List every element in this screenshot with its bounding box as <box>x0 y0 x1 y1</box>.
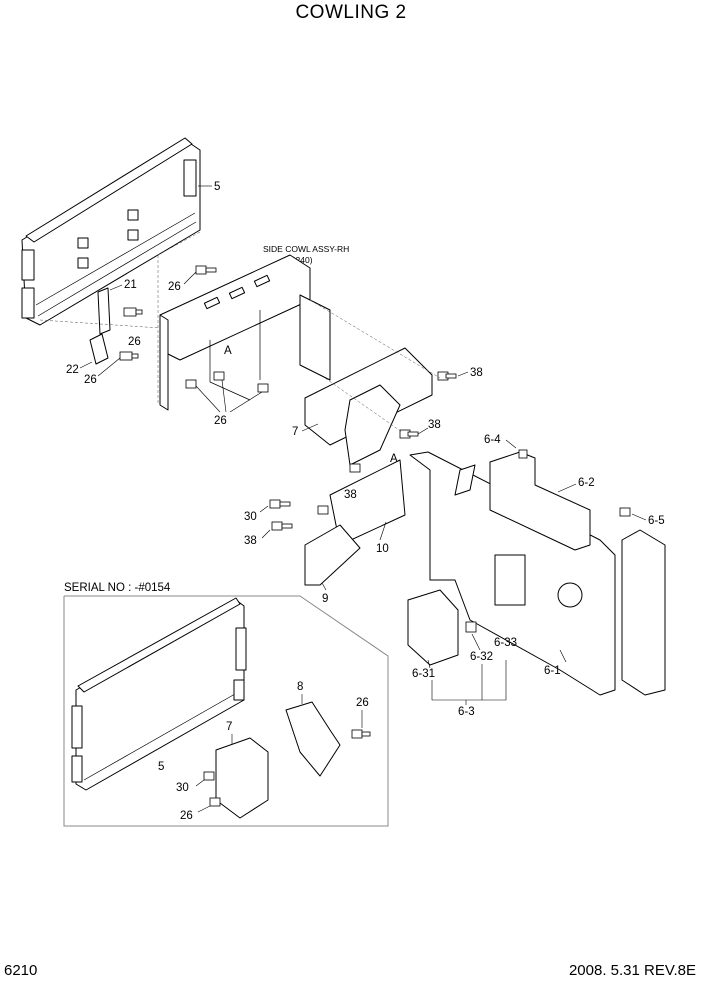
callout-7-serial: 7 <box>226 721 232 733</box>
callout-6-2: 6-2 <box>578 477 595 489</box>
serial-label: SERIAL NO : -#0154 <box>64 582 171 594</box>
bolt-30 <box>269 499 291 509</box>
callout-38-b: 38 <box>428 419 441 431</box>
bolt-26-top <box>195 265 217 275</box>
cowl-panel-5-serial <box>71 597 247 791</box>
callout-38-c: 38 <box>344 489 357 501</box>
cowl-panel-5 <box>21 137 201 326</box>
callout-5-serial: 5 <box>158 761 164 773</box>
callout-26-d: 26 <box>214 415 227 427</box>
side-cowl-frame <box>159 254 331 411</box>
bolt-26-serial-right <box>351 729 371 739</box>
callout-6-1: 6-1 <box>544 665 561 677</box>
subassembly-label: SIDE COWL ASSY-RH <box>263 244 349 254</box>
point-a-right: A <box>390 453 398 465</box>
page-number: 6210 <box>4 962 38 979</box>
callout-6-31: 6-31 <box>412 668 435 680</box>
callout-6-33: 6-33 <box>494 637 517 649</box>
callout-7: 7 <box>292 426 298 438</box>
bolt-6-4 <box>518 449 528 459</box>
callout-6-5: 6-5 <box>648 515 665 527</box>
bolt-30-serial <box>203 771 215 781</box>
callout-38-d: 38 <box>244 535 257 547</box>
bolt-38-lower <box>271 521 293 531</box>
callout-6-3: 6-3 <box>458 706 475 718</box>
callout-6-32: 6-32 <box>470 651 493 663</box>
callout-26-a: 26 <box>128 336 141 348</box>
plate-9 <box>304 524 361 586</box>
callout-22: 22 <box>66 364 79 376</box>
bolt-38-top <box>437 371 457 381</box>
callout-26-c: 26 <box>168 281 181 293</box>
callout-6-4: 6-4 <box>484 434 501 446</box>
bolt-6-5 <box>619 507 631 517</box>
callout-5: 5 <box>214 181 220 193</box>
bolts-26-lower <box>185 371 269 393</box>
bolt-6-32 <box>465 621 477 633</box>
plate-7-serial <box>215 737 269 819</box>
callout-38-a: 38 <box>470 367 483 379</box>
bolt-38-mid <box>399 429 419 439</box>
bolt-26-left-2 <box>119 351 139 361</box>
callout-26-serial-b: 26 <box>180 810 193 822</box>
bracket-21 <box>97 287 111 335</box>
plate-7 <box>304 347 433 466</box>
page-title: COWLING 2 <box>295 2 407 23</box>
point-a-upper: A <box>224 345 232 357</box>
callout-30-serial: 30 <box>176 782 189 794</box>
revision-date: 2008. 5.31 REV.8E <box>568 962 696 979</box>
subassembly-ref: (6240) <box>288 255 313 265</box>
callout-10: 10 <box>376 543 389 555</box>
callout-9: 9 <box>322 593 328 605</box>
bolt-26-left-1 <box>123 307 143 317</box>
callout-8-serial: 8 <box>297 681 303 693</box>
bolt-26-serial-left <box>209 797 221 807</box>
bolt-38-centre <box>317 463 361 515</box>
bracket-22 <box>89 333 109 365</box>
callout-26-serial-a: 26 <box>356 697 369 709</box>
frame-6-1 <box>409 451 616 696</box>
callout-30: 30 <box>244 511 257 523</box>
callout-21: 21 <box>124 279 137 291</box>
callout-26-b: 26 <box>84 374 97 386</box>
cover-6-31 <box>407 589 459 666</box>
plate-8-serial <box>285 701 341 777</box>
panel-6-5 <box>621 529 666 696</box>
